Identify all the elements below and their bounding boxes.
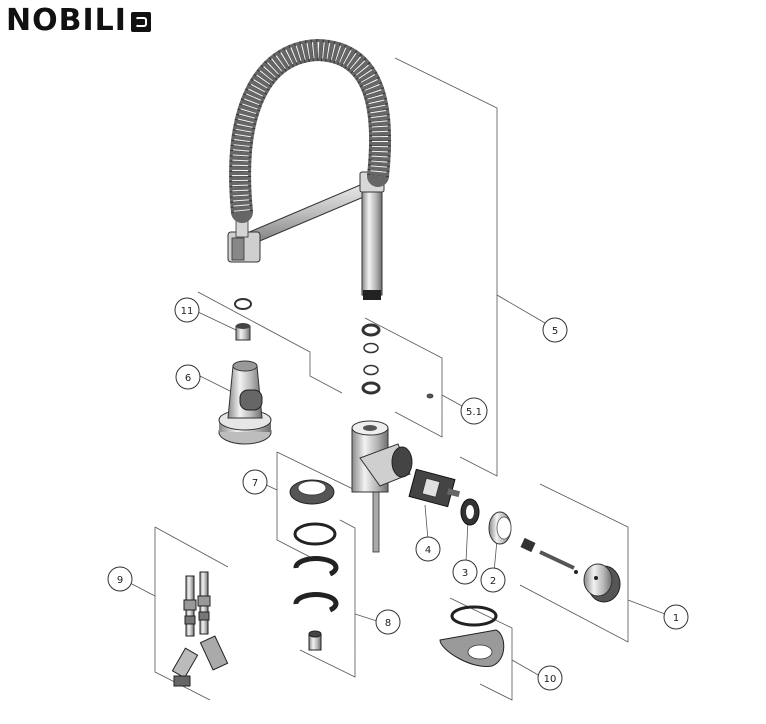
callout-5-1: 5.1 — [460, 397, 488, 425]
callout-label: 2 — [490, 576, 496, 587]
brand-mark-icon — [130, 11, 151, 32]
callout-3: 3 — [452, 559, 478, 585]
part-1-handle — [520, 537, 621, 603]
brand-name: NOBILI — [6, 2, 127, 38]
part-6-spray-head — [218, 360, 272, 445]
callout-label: 3 — [462, 568, 468, 579]
part-5-1-o-rings — [361, 323, 434, 399]
callout-label: 7 — [252, 478, 258, 489]
part-9-hoses — [171, 571, 229, 687]
part-4-cartridge — [408, 468, 461, 508]
brand-logo: NOBILI — [6, 2, 151, 38]
part-3-ring-nut — [460, 498, 480, 526]
part-11-nut-washer — [234, 298, 252, 341]
callout-6: 6 — [175, 364, 201, 390]
callout-label: 9 — [117, 575, 123, 586]
callout-label: 10 — [544, 674, 557, 685]
part-8-fixing-set — [293, 522, 339, 651]
callout-7: 7 — [242, 469, 268, 495]
callout-9: 9 — [107, 566, 133, 592]
callout-label: 8 — [385, 618, 391, 629]
callout-label: 1 — [673, 613, 679, 624]
callout-label: 5 — [552, 326, 558, 337]
callout-label: 4 — [425, 545, 431, 556]
callout-11: 11 — [174, 297, 200, 323]
faucet-body — [351, 420, 413, 553]
callout-label: 5.1 — [466, 407, 482, 418]
callout-10: 10 — [537, 665, 563, 691]
callout-8: 8 — [375, 609, 401, 635]
part-2-cover-sleeve — [488, 511, 512, 545]
callout-5: 5 — [542, 317, 568, 343]
part-10-base-plate — [439, 605, 505, 667]
callout-label: 6 — [185, 373, 191, 384]
part-5-spring-spout — [227, 38, 392, 300]
leader-lines — [129, 57, 666, 701]
callout-4: 4 — [415, 536, 441, 562]
callout-1: 1 — [663, 604, 689, 630]
callout-2: 2 — [480, 567, 506, 593]
callout-label: 11 — [181, 306, 194, 317]
part-7-gasket — [289, 479, 335, 505]
